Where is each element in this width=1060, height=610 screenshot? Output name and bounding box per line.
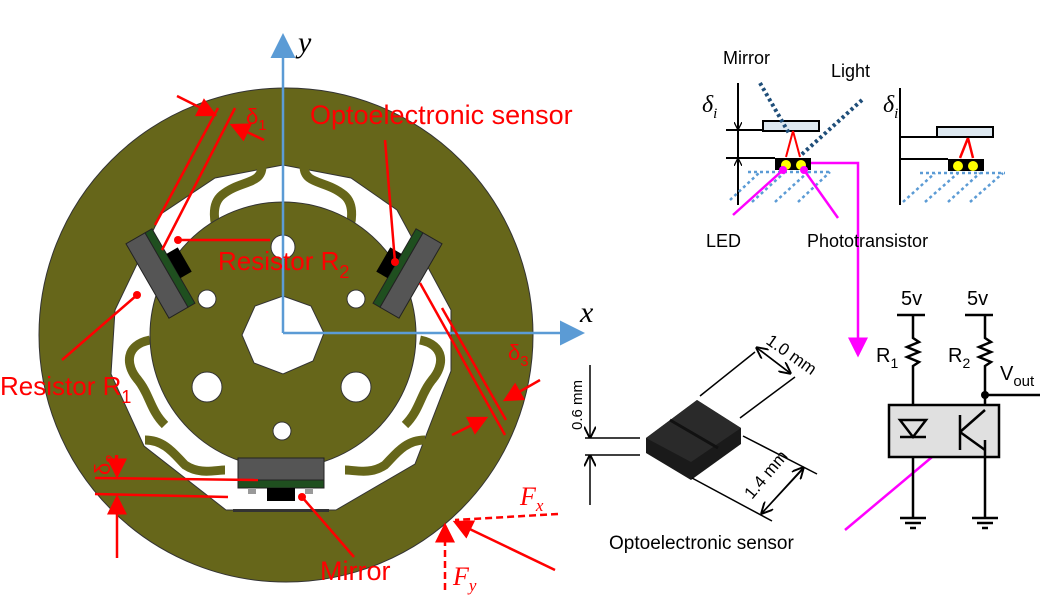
circuit-schematic bbox=[887, 313, 1040, 530]
r2-label: R2 bbox=[948, 345, 970, 371]
dimension-lines bbox=[585, 348, 818, 522]
working-principle bbox=[726, 82, 1005, 531]
sensor-module-left bbox=[125, 228, 196, 319]
supply-5v-left: 5v bbox=[901, 288, 922, 310]
mirror-bottom bbox=[233, 509, 329, 512]
dim-width-label: 1.0 mm bbox=[763, 331, 820, 379]
phototransistor-label: Phototransistor bbox=[807, 231, 928, 251]
delta1-label: δ1 bbox=[246, 104, 267, 134]
sensor-caption: Optoelectronic sensor bbox=[609, 533, 794, 554]
annotation-dots bbox=[133, 236, 399, 501]
principle-delta-left: δi bbox=[702, 92, 717, 122]
delta2-label: δ2 bbox=[90, 454, 120, 475]
supply-5v-right: 5v bbox=[967, 288, 988, 310]
x-axis-label: x bbox=[579, 296, 594, 329]
principle-delta-right: δi bbox=[883, 92, 898, 122]
sensor-module-bottom bbox=[233, 457, 329, 512]
optoelectronic-sensor-label: Optoelectronic sensor bbox=[310, 100, 573, 130]
mirror-label: Mirror bbox=[320, 556, 390, 586]
principle-mirror-label: Mirror bbox=[723, 48, 770, 68]
principle-light-label: Light bbox=[831, 61, 870, 81]
r1-label: R1 bbox=[876, 345, 898, 371]
delta3-label: δ3 bbox=[508, 340, 529, 370]
resistor-r2-label: Resistor R2 bbox=[218, 246, 349, 282]
mirror-plate bbox=[762, 120, 820, 132]
vout-label: Vout bbox=[1000, 363, 1035, 390]
force-sensor-disc bbox=[38, 87, 534, 583]
led-label: LED bbox=[706, 231, 741, 251]
y-axis-label: y bbox=[295, 26, 312, 59]
center-hole bbox=[241, 295, 325, 375]
dim-length-label: 1.4 mm bbox=[741, 447, 792, 503]
red-annotations bbox=[61, 94, 559, 590]
fx-label: Fx bbox=[519, 482, 544, 515]
mounting-holes bbox=[191, 234, 372, 441]
sensor-chip-photo bbox=[646, 400, 741, 480]
dim-height-label: 0.6 mm bbox=[569, 380, 586, 430]
fy-label: Fy bbox=[452, 562, 477, 595]
resistor-r1-label: Resistor R1 bbox=[0, 371, 131, 407]
